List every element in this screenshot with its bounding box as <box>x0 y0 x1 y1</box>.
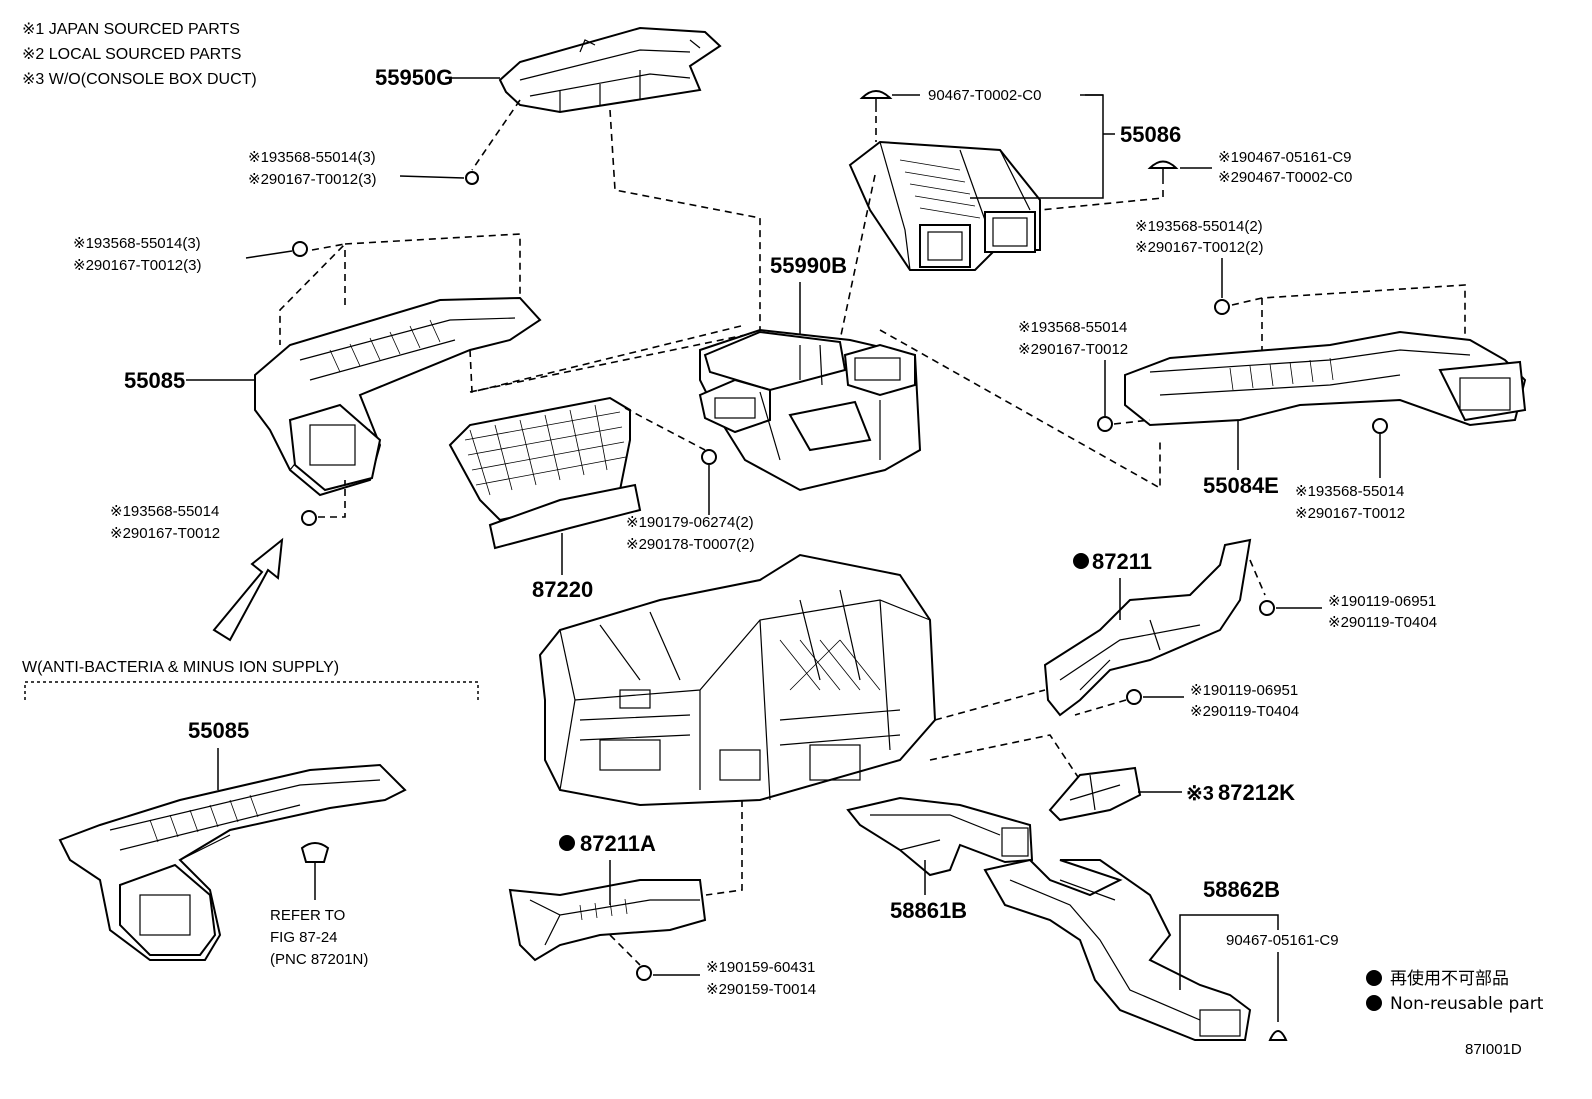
fastener-87211A-local: ※290159-T0014 <box>706 981 816 998</box>
note-without-console-duct: ※3 W/O(CONSOLE BOX DUCT) <box>22 71 257 88</box>
part-87212K-drawing <box>1048 766 1142 822</box>
fastener-55086-japan: ※190467-05161-C9 <box>1218 149 1352 166</box>
part-number-55085-upper: 55085 <box>124 368 185 393</box>
hvac-unit-drawing <box>538 553 937 807</box>
bolt-icon <box>1126 689 1142 705</box>
legend-en: Non-reusable part <box>1390 994 1544 1014</box>
fastener-87220-japan: ※190179-06274(2) <box>626 514 754 531</box>
part-58861B-drawing <box>846 796 1034 877</box>
non-reusable-dot-icon <box>1366 970 1382 986</box>
bolt-icon <box>1259 600 1275 616</box>
refer-to-line-3: (PNC 87201N) <box>270 951 368 968</box>
fastener-87211-b-japan: ※190119-06951 <box>1190 682 1298 699</box>
fastener-87211-a-japan: ※190119-06951 <box>1328 593 1436 610</box>
variant-label: W(ANTI-BACTERIA & MINUS ION SUPPLY) <box>22 659 339 676</box>
refer-to-line-1: REFER TO <box>270 907 345 924</box>
fastener-55084E-c-japan: ※193568-55014 <box>1295 483 1404 500</box>
fastener-55085-upper-bottom-local: ※290167-T0012 <box>110 525 220 542</box>
fastener-55084E-c-local: ※290167-T0012 <box>1295 505 1405 522</box>
svg-text:90467-T0002-C0: 90467-T0002-C0 <box>928 87 1041 104</box>
bolt-icon <box>1214 299 1230 315</box>
figure-id: 87I001D <box>1465 1041 1522 1058</box>
sensor-plug-icon <box>300 842 330 863</box>
legend-jp: 再使用不可部品 <box>1390 968 1509 989</box>
fastener-55084E-a-japan: ※193568-55014(2) <box>1135 218 1263 235</box>
part-number-87212K-prefix: ※3 <box>1186 783 1214 805</box>
part-number-55950G: 55950G <box>375 65 453 90</box>
refer-to-line-2: FIG 87-24 <box>270 929 338 946</box>
fastener-87211A-japan: ※190159-60431 <box>706 959 815 976</box>
bolt-icon <box>636 965 652 981</box>
fastener-55085-upper-local: ※290167-T0012(3) <box>73 257 201 274</box>
non-reusable-dot-icon <box>1366 995 1382 1011</box>
fastener-87211-a-local: ※290119-T0404 <box>1328 614 1437 631</box>
fastener-55084E-b-japan: ※193568-55014 <box>1018 319 1127 336</box>
non-reusable-dot-icon <box>1073 553 1089 569</box>
part-number-58862B: 58862B <box>1203 877 1280 902</box>
note-local-sourced: ※2 LOCAL SOURCED PARTS <box>22 46 241 63</box>
part-number-87212K: 87212K <box>1218 780 1295 805</box>
fastener-55086-local: ※290467-T0002-C0 <box>1218 169 1352 186</box>
source-notes: ※1 JAPAN SOURCED PARTS ※2 LOCAL SOURCED … <box>22 21 257 88</box>
part-55085-upper-drawing <box>254 296 542 497</box>
fastener-58862B-clip: 90467-05161-C9 <box>1226 932 1339 949</box>
part-55085-lower-drawing <box>58 763 407 961</box>
part-87211A-drawing <box>508 879 707 962</box>
bolt-icon <box>292 241 308 257</box>
clip-icon <box>465 171 479 185</box>
part-87220-drawing <box>448 396 642 550</box>
part-number-58861B: 58861B <box>890 898 967 923</box>
fastener-55084E-a-local: ※290167-T0012(2) <box>1135 239 1263 256</box>
fastener-87211-b-local: ※290119-T0404 <box>1190 703 1299 720</box>
push-clip-icon <box>1147 160 1179 169</box>
variant-arrow-icon <box>212 537 284 642</box>
part-number-87220: 87220 <box>532 577 593 602</box>
part-55950G-drawing <box>498 26 722 114</box>
fastener-55950G-japan: ※193568-55014(3) <box>248 149 376 166</box>
part-number-55086: 55086 <box>1120 122 1181 147</box>
fastener-55085-upper-bottom-japan: ※193568-55014 <box>110 503 219 520</box>
part-number-87211A: 87211A <box>580 831 656 856</box>
fastener-55084E-b-local: ※290167-T0012 <box>1018 341 1128 358</box>
legend: 再使用不可部品 Non-reusable part <box>1366 968 1544 1014</box>
part-number-87211: 87211 <box>1092 549 1152 574</box>
part-55086-drawing <box>848 140 1041 271</box>
push-clip-icon <box>1268 1030 1288 1041</box>
non-reusable-dot-icon <box>559 835 575 851</box>
fastener-55085-upper-japan: ※193568-55014(3) <box>73 235 201 252</box>
part-number-55085-lower: 55085 <box>188 718 249 743</box>
part-55990B-drawing <box>698 328 922 492</box>
bolt-icon <box>1097 416 1113 432</box>
nut-icon <box>701 449 717 465</box>
fastener-55950G-local: ※290167-T0012(3) <box>248 171 376 188</box>
fastener-87220-local: ※290178-T0007(2) <box>626 536 754 553</box>
bolt-icon <box>301 510 317 526</box>
push-clip-icon <box>859 90 893 99</box>
part-number-55084E: 55084E <box>1203 473 1279 498</box>
part-58862B-drawing <box>983 858 1252 1041</box>
part-number-55990B: 55990B <box>770 253 847 278</box>
note-japan-sourced: ※1 JAPAN SOURCED PARTS <box>22 21 240 38</box>
bolt-icon <box>1372 418 1388 434</box>
part-87211-drawing <box>1043 538 1252 717</box>
part-55084E-drawing <box>1124 330 1527 427</box>
